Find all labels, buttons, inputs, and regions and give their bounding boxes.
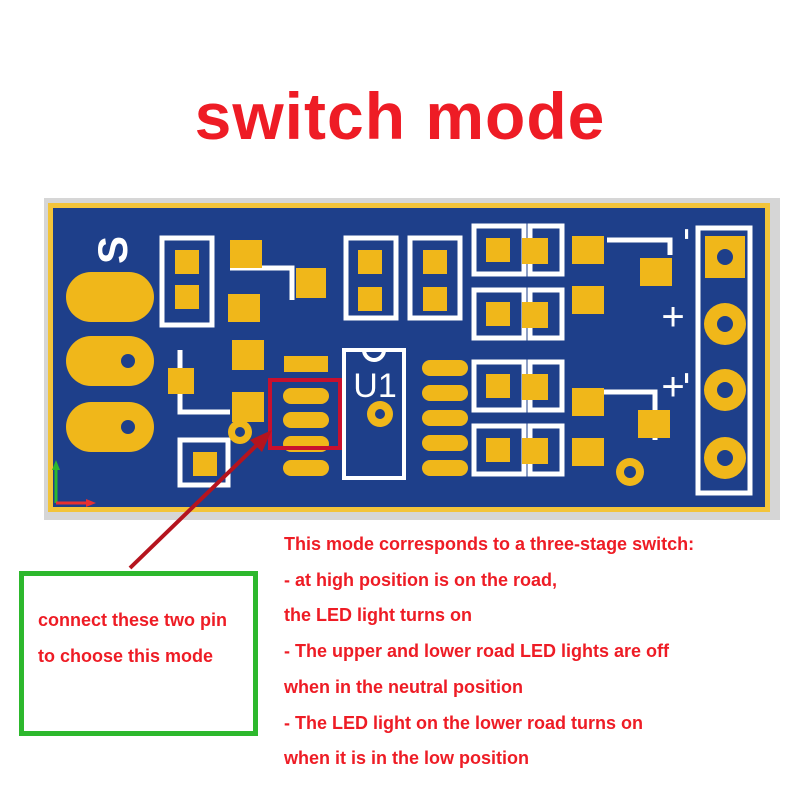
pointer-arrow — [128, 438, 264, 570]
switch-pads-right — [422, 360, 468, 476]
silkscreen-s-label: S — [89, 236, 136, 264]
description-line: This mode corresponds to a three-stage s… — [284, 534, 695, 554]
mode-description: This mode corresponds to a three-stage s… — [284, 527, 694, 777]
via-hole — [624, 466, 636, 478]
description-line: - The LED light on the lower road turns … — [284, 712, 643, 733]
chip-via-hole — [375, 409, 385, 419]
page-title: switch mode — [194, 79, 606, 153]
oval-pad — [66, 402, 154, 452]
oval-pad — [66, 336, 154, 386]
oval-pad — [66, 272, 154, 322]
pin-highlight-box — [268, 378, 342, 450]
header-pins — [704, 236, 746, 479]
polarity-plus: + — [661, 295, 684, 339]
callout-text: connect these two pin to choose this mod… — [38, 602, 258, 674]
description-line: the LED light turns on — [284, 605, 472, 626]
chip-u1-label: U1 — [353, 367, 396, 405]
pad-hole — [121, 420, 135, 434]
description-line: - at high position is on the road, — [284, 569, 557, 590]
callout-line: connect these two pin — [38, 610, 228, 630]
pointer-arrowhead — [250, 430, 272, 452]
chip-u1-outline — [342, 348, 406, 480]
polarity-minus: - — [667, 371, 711, 384]
polarity-plus: + — [661, 365, 684, 409]
smd-pads — [168, 236, 672, 476]
via-hole — [235, 427, 245, 437]
description-line: when in the neutral position — [284, 676, 524, 697]
polarity-minus: - — [667, 227, 711, 240]
chip-notch — [362, 349, 386, 362]
callout-box: connect these two pin to choose this mod… — [19, 571, 258, 736]
pad-hole — [121, 354, 135, 368]
callout-line: to choose this mode — [38, 646, 214, 666]
description-line: - The upper and lower road LED lights ar… — [284, 641, 670, 662]
description-line: when it is in the low position — [284, 748, 529, 769]
